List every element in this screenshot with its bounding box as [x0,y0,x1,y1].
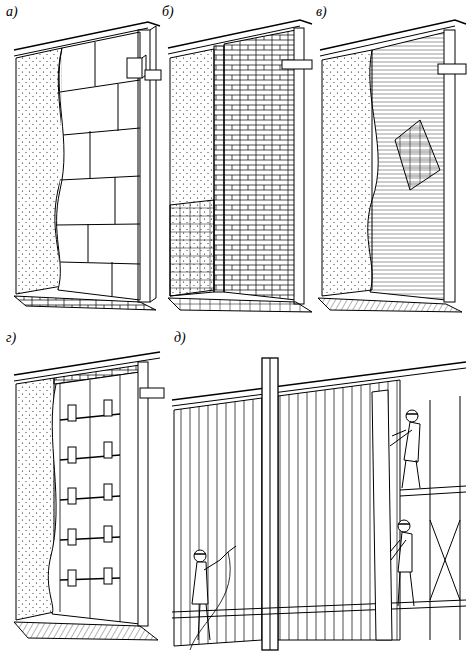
panel-label: г) [4,330,18,345]
panel-label: в) [314,4,329,19]
panel-c-drawing [318,20,466,312]
panel-b-drawing [168,20,312,312]
panel-label: б) [160,4,176,19]
panel-d-drawing [14,352,164,640]
panel-label: а) [4,4,20,19]
panel-a-drawing [14,22,161,310]
panel-label: д) [172,330,188,345]
panel-e-drawing [172,358,466,650]
